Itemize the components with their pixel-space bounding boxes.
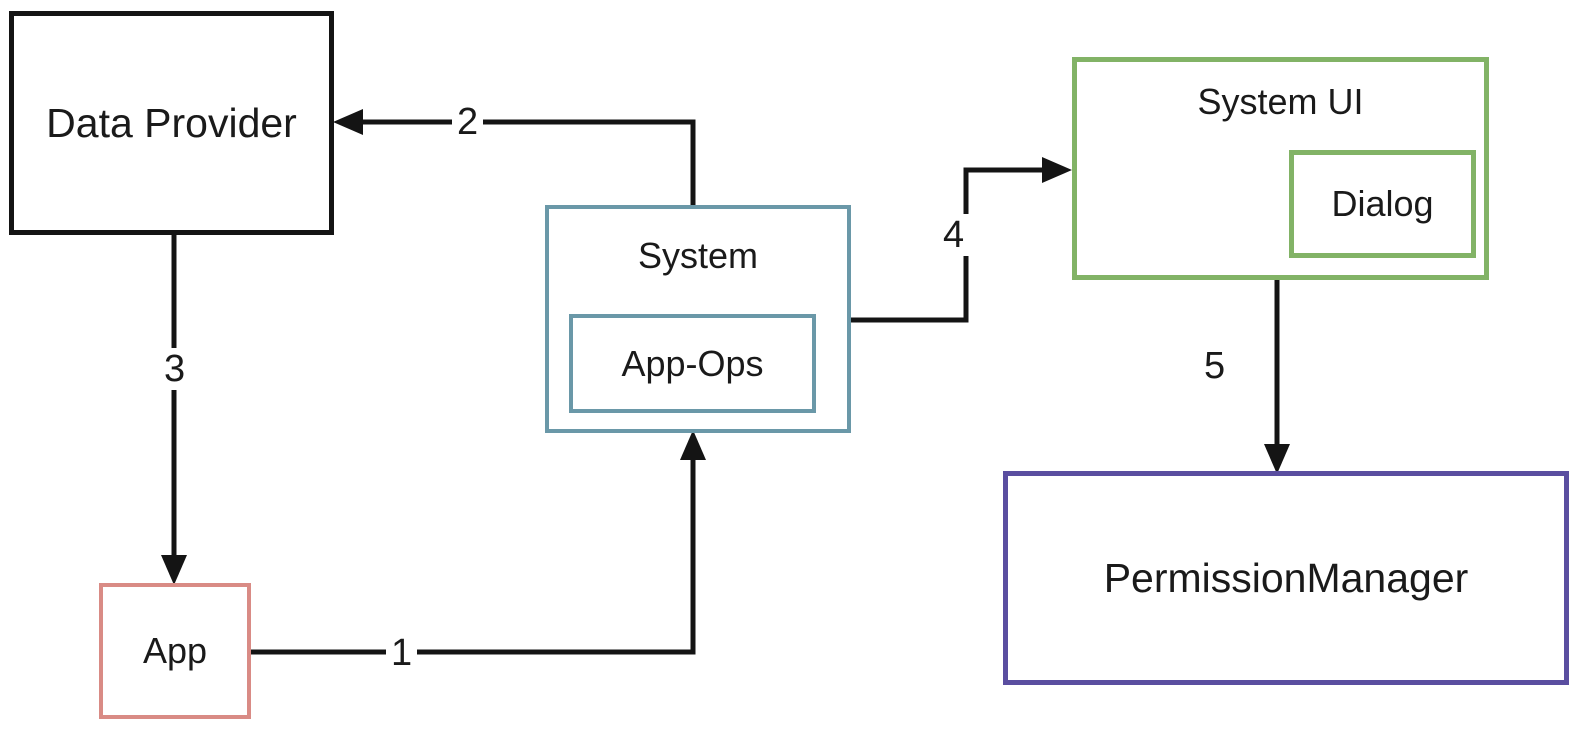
edge-1 [251, 430, 706, 655]
edge-5 [1264, 280, 1290, 474]
edge-3 [161, 235, 187, 585]
node-data-provider-label: Data Provider [46, 99, 297, 146]
node-data-provider[interactable]: Data Provider [9, 11, 334, 235]
edge-5-arrowhead [1264, 444, 1290, 474]
edge-label-3: 3 [159, 348, 191, 390]
node-dialog[interactable]: Dialog [1289, 150, 1476, 258]
edge-2 [333, 109, 696, 205]
edge-label-1: 1 [386, 632, 418, 674]
edge-label-5: 5 [1204, 345, 1226, 387]
node-system-ui-label: System UI [1197, 81, 1364, 122]
edge-2-path [355, 119, 696, 205]
node-app-label: App [142, 630, 208, 671]
node-app-ops[interactable]: App-Ops [569, 314, 816, 413]
node-permission-manager[interactable]: PermissionManager [1003, 471, 1569, 685]
node-dialog-label: Dialog [1331, 183, 1434, 224]
node-app-ops-label: App-Ops [621, 342, 764, 384]
edge-1-arrowhead [680, 430, 706, 460]
edge-4-arrowhead [1042, 157, 1072, 183]
edge-3-arrowhead [161, 555, 187, 585]
edge-label-2: 2 [452, 101, 484, 143]
edge-2-arrowhead [333, 109, 363, 135]
edge-label-4: 4 [938, 214, 970, 256]
edge-1-path [251, 452, 696, 655]
node-app[interactable]: App [99, 583, 251, 719]
node-permission-manager-label: PermissionManager [1103, 554, 1469, 601]
node-system-label: System [637, 235, 759, 276]
